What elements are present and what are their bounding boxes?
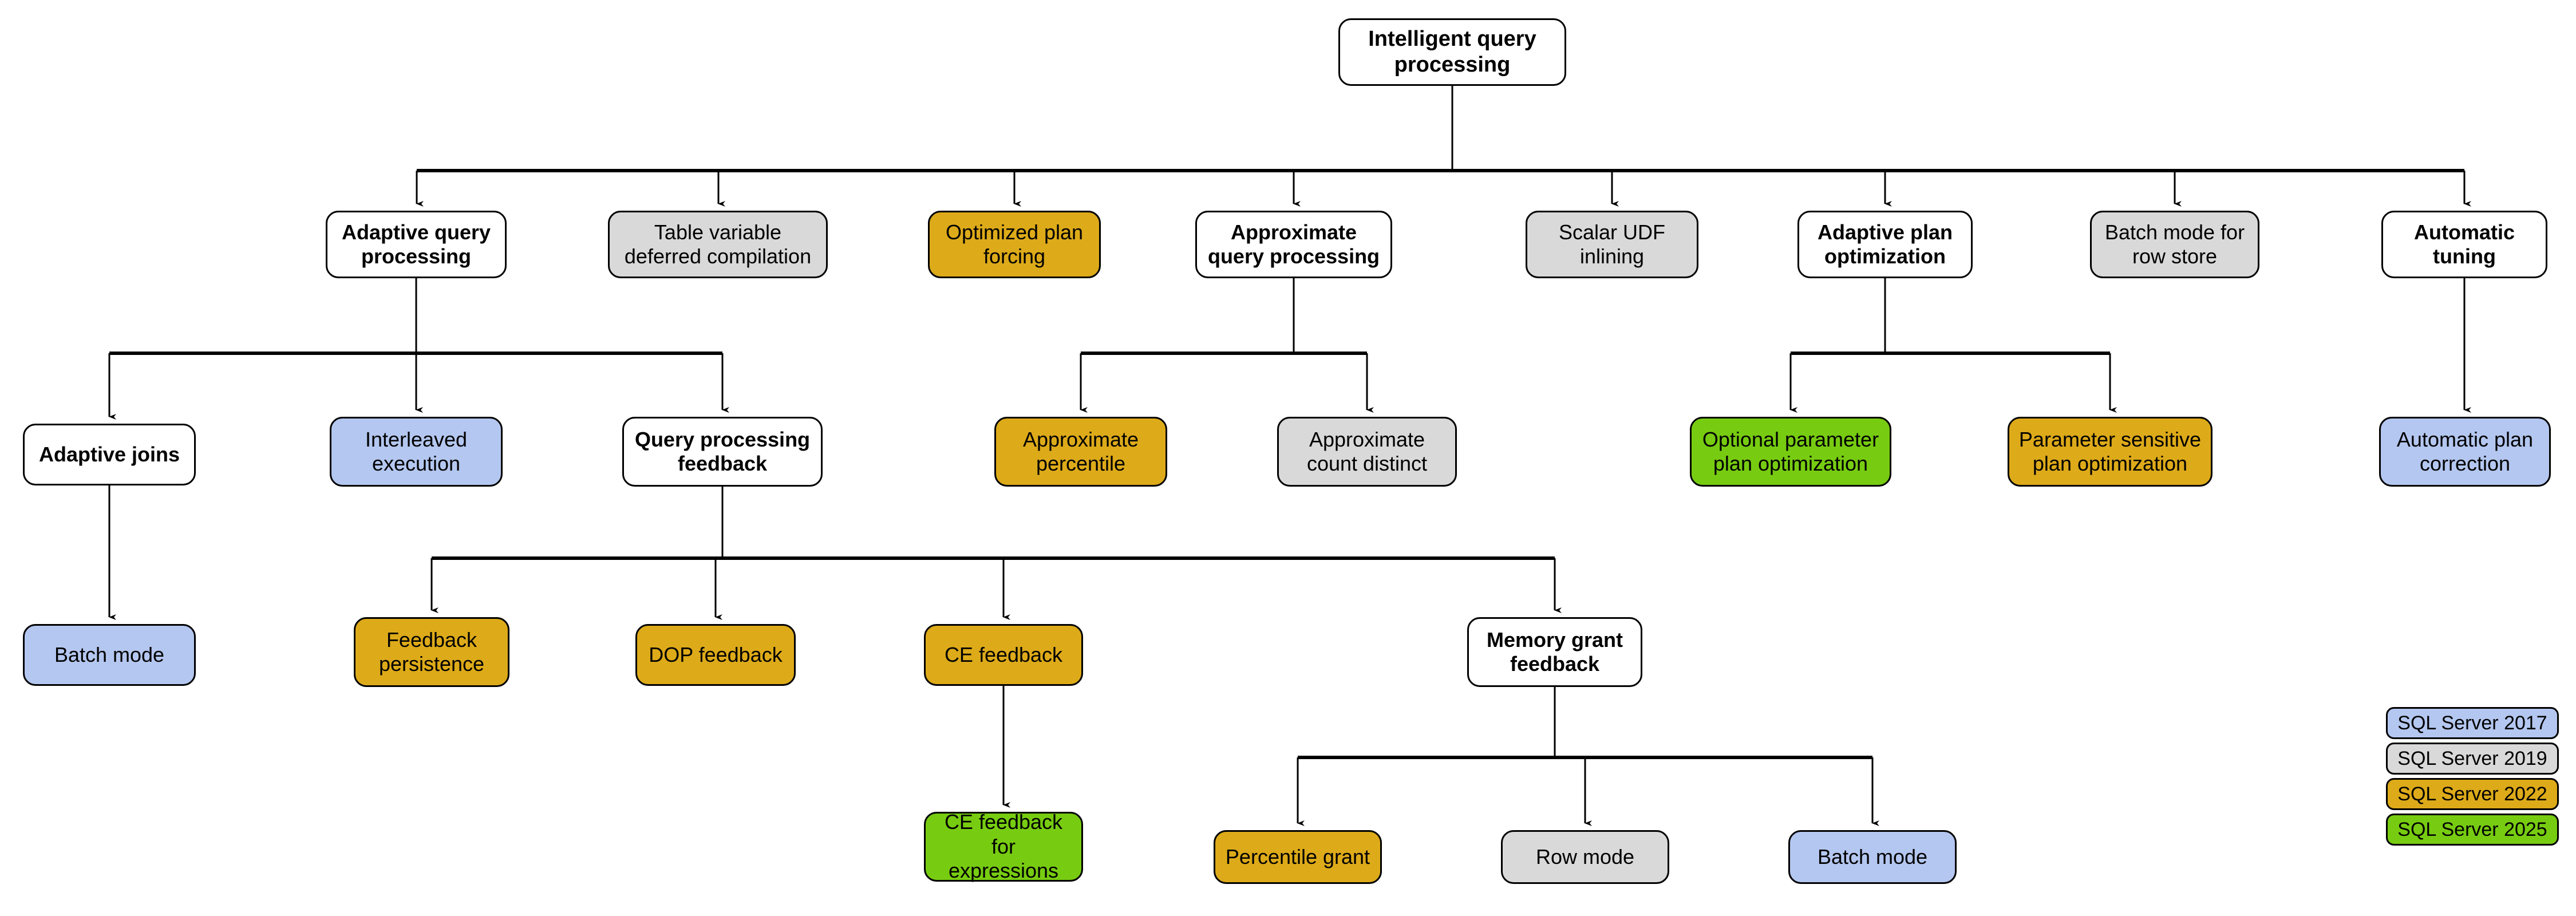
node-interleaved[interactable]: Interleaved execution — [330, 417, 503, 487]
node-autotune[interactable]: Automatic tuning — [2381, 211, 2547, 278]
node-apc[interactable]: Automatic plan correction — [2379, 417, 2551, 487]
node-cefb[interactable]: CE feedback — [924, 624, 1083, 686]
legend-item-sql-server-2025: SQL Server 2025 — [2386, 814, 2559, 846]
node-cefbexpr[interactable]: CE feedback for expressions — [924, 810, 1083, 882]
node-oppo[interactable]: Optional parameter plan optimization — [1690, 417, 1891, 487]
node-root[interactable]: Intelligent query processing — [1338, 18, 1566, 86]
node-qpf[interactable]: Query processing feedback — [622, 417, 823, 487]
legend-item-sql-server-2017: SQL Server 2017 — [2386, 707, 2559, 739]
node-pspo[interactable]: Parameter sensitive plan optimization — [2008, 417, 2212, 487]
node-aqp[interactable]: Adaptive query processing — [326, 211, 507, 278]
node-opf[interactable]: Optimized plan forcing — [928, 211, 1101, 278]
node-approxqp[interactable]: Approximate query processing — [1195, 211, 1392, 278]
node-fbpersist[interactable]: Feedback persistence — [354, 617, 509, 687]
node-batchmode1[interactable]: Batch mode — [23, 624, 196, 686]
node-adaptivejoins[interactable]: Adaptive joins — [23, 424, 196, 485]
node-dopfb[interactable]: DOP feedback — [635, 624, 796, 686]
node-bmrs[interactable]: Batch mode for row store — [2090, 211, 2259, 278]
node-batchmode2[interactable]: Batch mode — [1788, 830, 1957, 884]
legend-item-sql-server-2019: SQL Server 2019 — [2386, 743, 2559, 775]
node-apo[interactable]: Adaptive plan optimization — [1797, 211, 1973, 278]
node-approxpct[interactable]: Approximate percentile — [994, 417, 1167, 487]
node-pctgrant[interactable]: Percentile grant — [1214, 830, 1382, 884]
node-mgf[interactable]: Memory grant feedback — [1467, 617, 1642, 687]
node-rowmode[interactable]: Row mode — [1501, 830, 1669, 884]
node-tvdc[interactable]: Table variable deferred compilation — [608, 211, 828, 278]
node-approxcount[interactable]: Approximate count distinct — [1277, 417, 1457, 487]
node-udf[interactable]: Scalar UDF inlining — [1526, 211, 1698, 278]
legend-item-sql-server-2022: SQL Server 2022 — [2386, 778, 2559, 810]
